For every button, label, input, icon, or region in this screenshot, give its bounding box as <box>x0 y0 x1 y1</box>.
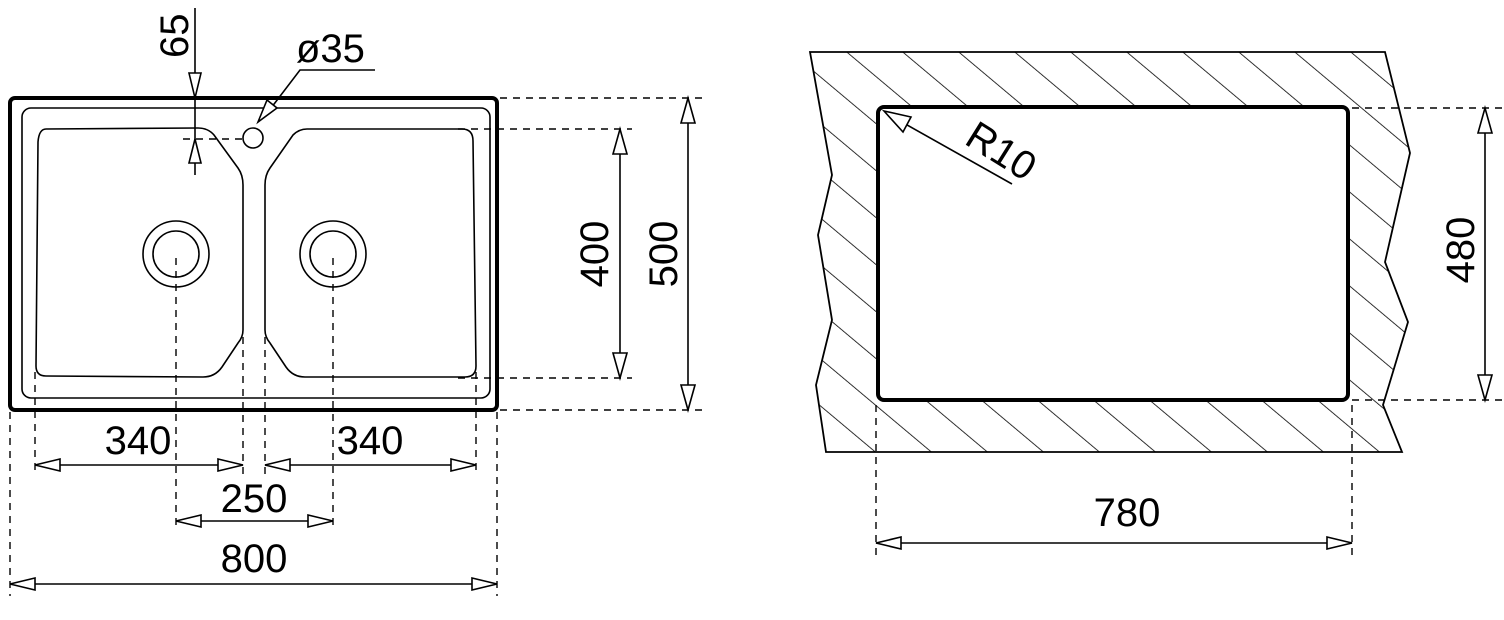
sink-drawing: 65 ø35 400 500 340 340 <box>8 8 702 596</box>
dim-cutout-depth: 480 <box>1439 217 1483 284</box>
tap-hole <box>242 127 264 149</box>
dim-overall-width: 800 <box>221 537 288 581</box>
sink-inner-rim <box>21 107 491 399</box>
sink-outer-edge <box>8 96 499 412</box>
left-bowl <box>35 127 244 378</box>
dim-left-bowl-width: 340 <box>105 419 172 463</box>
dim-cutout-width: 780 <box>1094 491 1161 535</box>
right-bowl <box>264 128 477 378</box>
right-drain-inner <box>309 230 357 278</box>
cutout-edge <box>876 105 1350 402</box>
dim-overall-depth: 500 <box>642 221 686 288</box>
countertop-hatched-area <box>808 51 1411 453</box>
dim-drain-spacing: 250 <box>221 477 288 521</box>
dim-tap-offset: 65 <box>153 14 197 59</box>
dim-right-bowl-width: 340 <box>337 419 404 463</box>
left-drain-inner <box>152 230 200 278</box>
dim-tap-diameter: ø35 <box>296 27 365 71</box>
cutout-drawing: R10 480 780 <box>808 51 1504 556</box>
dim-bowl-depth: 400 <box>573 221 617 288</box>
